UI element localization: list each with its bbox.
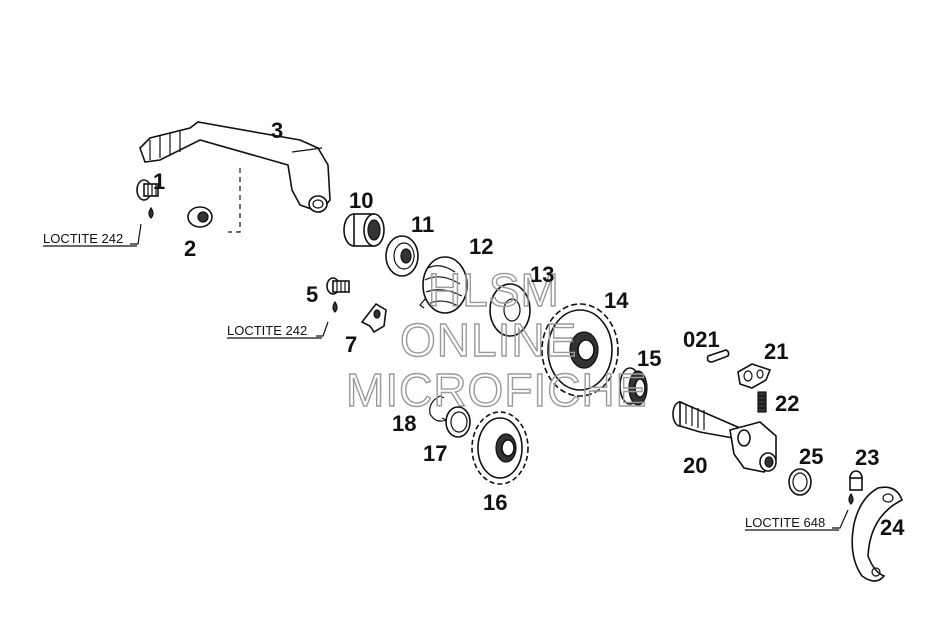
bushing-10-part[interactable] (343, 213, 385, 247)
seal-11-part[interactable] (385, 235, 419, 277)
label-18: 18 (392, 411, 416, 436)
label-11: 11 (411, 212, 434, 237)
screw-5-part[interactable] (326, 277, 350, 313)
screw-1-part[interactable] (136, 179, 159, 219)
kick-shaft-20-part[interactable] (672, 400, 777, 473)
loctite-label-3: LOCTITE 648 (745, 515, 825, 530)
label-17: 17 (423, 441, 447, 466)
label-2: 2 (184, 236, 196, 261)
loctite-leader-3 (832, 509, 849, 529)
watermark-line1: HLSM (428, 264, 560, 316)
label-20: 20 (683, 453, 707, 478)
spring-22-part[interactable] (757, 391, 767, 413)
bracket-7-part[interactable] (360, 302, 387, 334)
label-7: 7 (345, 332, 357, 357)
label-16: 16 (483, 490, 507, 515)
watermark-line2: ONLINE (400, 314, 577, 366)
guide-plate-24-part[interactable] (851, 486, 904, 582)
label-15: 15 (637, 346, 661, 371)
pin-021-part[interactable] (706, 349, 730, 363)
label-13: 13 (530, 262, 554, 287)
watermark-line3: MICROFICHE (346, 364, 647, 416)
spring-12-part[interactable] (419, 256, 468, 314)
label-5: 5 (306, 282, 318, 307)
needle-bearing-15-part[interactable] (619, 367, 648, 406)
circlip-18-part[interactable] (429, 395, 447, 422)
washer-2-part[interactable] (187, 206, 213, 228)
loctite-label-2: LOCTITE 242 (227, 323, 307, 338)
kick-gear-14-part[interactable] (541, 303, 619, 397)
label-021: 021 (683, 327, 720, 352)
ratchet-21-part[interactable] (737, 363, 772, 389)
label-25: 25 (799, 444, 823, 469)
kick-lever-part[interactable] (139, 121, 331, 233)
label-10: 10 (349, 188, 373, 213)
label-3: 3 (271, 118, 283, 143)
label-21: 21 (764, 339, 788, 364)
washer-17-part[interactable] (445, 406, 471, 438)
loctite-label-1: LOCTITE 242 (43, 231, 123, 246)
label-24: 24 (880, 515, 905, 540)
label-22: 22 (775, 391, 799, 416)
label-1: 1 (153, 169, 165, 194)
washer-13-part[interactable] (489, 283, 531, 337)
loctite-leader-2 (316, 321, 329, 337)
label-12: 12 (469, 234, 493, 259)
oring-25-part[interactable] (788, 468, 812, 496)
screw-23-part[interactable] (848, 470, 863, 505)
label-23: 23 (855, 445, 879, 470)
label-14: 14 (604, 288, 629, 313)
loctite-leader-1 (130, 223, 142, 245)
gear-16-part[interactable] (471, 411, 529, 485)
